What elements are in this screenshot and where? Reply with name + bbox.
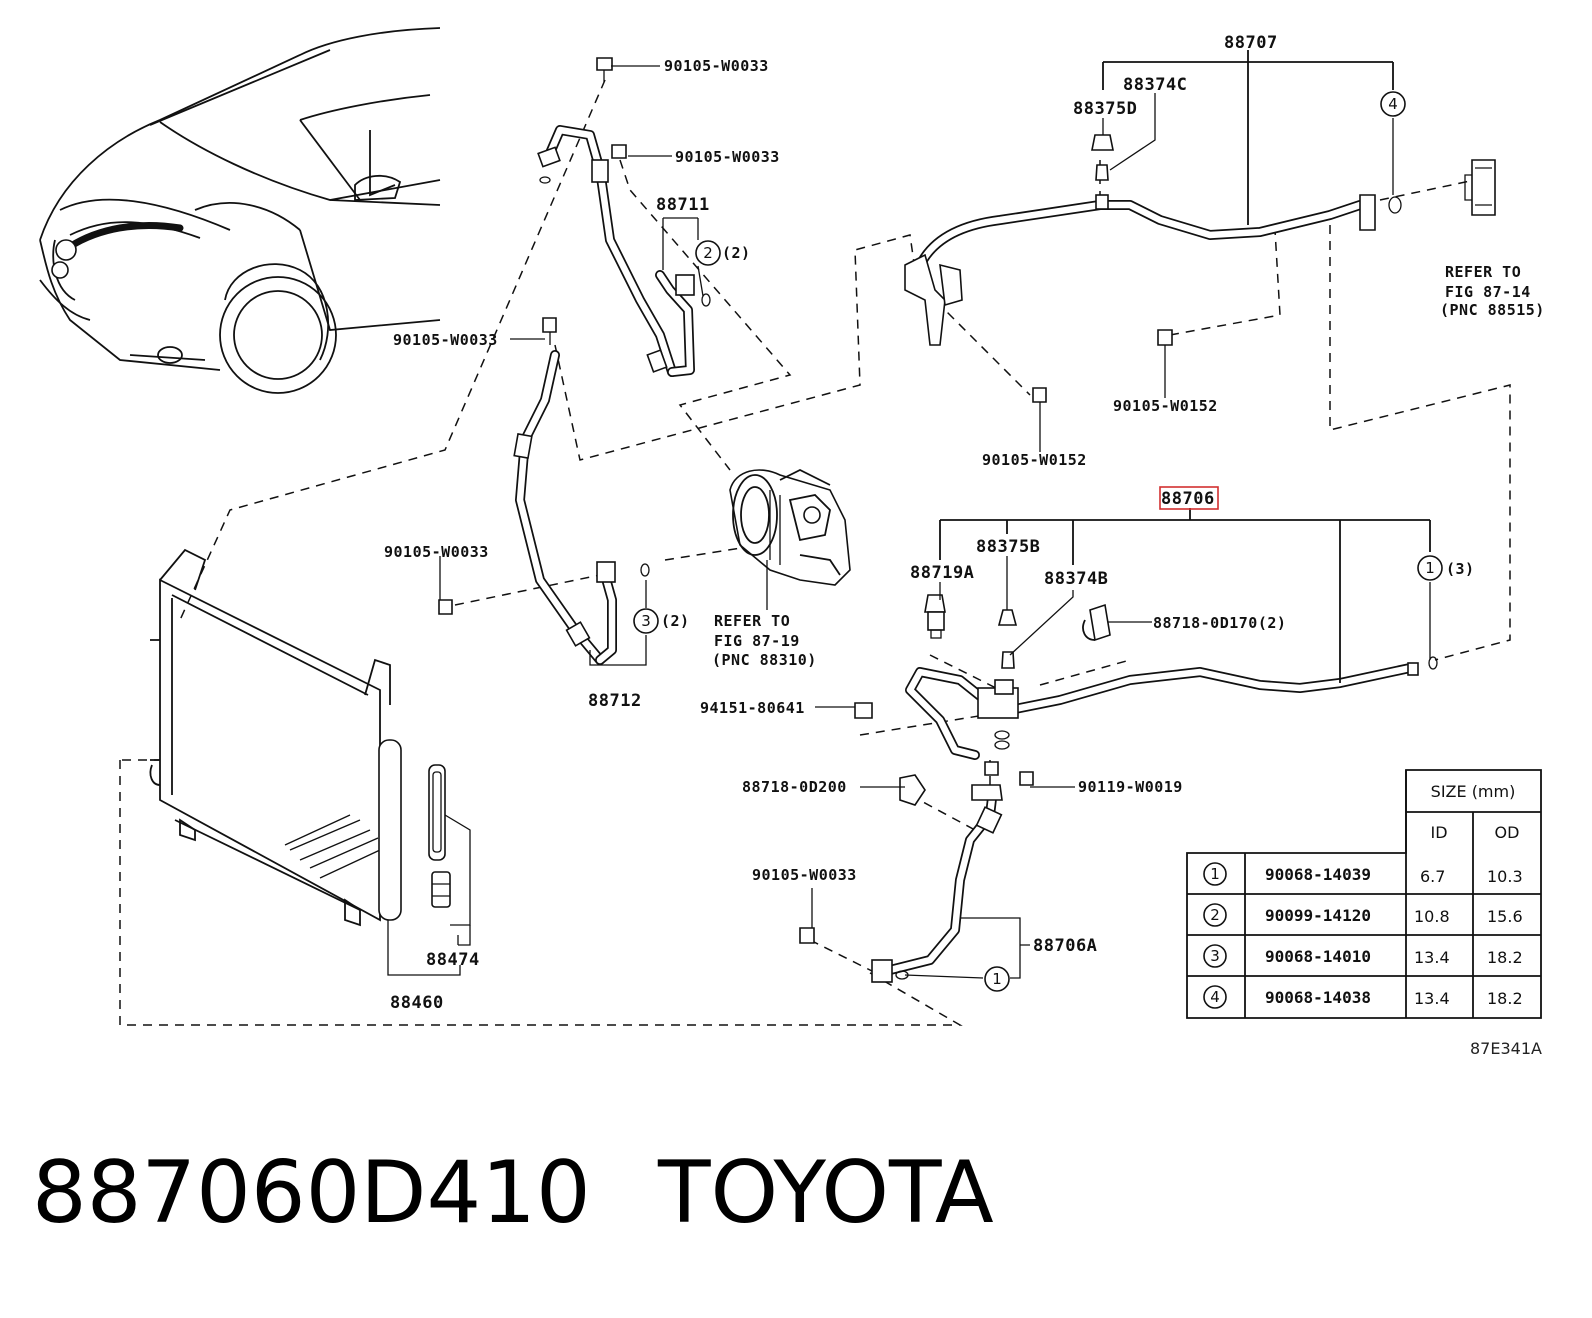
leaders [387, 50, 1431, 979]
labels: 88707 88374C 88375D 90105-W0033 90105-W0… [384, 33, 1545, 1058]
table-part: 90068-14039 [1265, 865, 1371, 884]
table-od: 10.3 [1487, 867, 1523, 886]
label-refer-87-14-line3: (PNC 88515) [1440, 301, 1545, 319]
label-90105-W0152-a: 90105-W0152 [1113, 397, 1218, 415]
table-ref: 1 [1210, 865, 1220, 883]
label-90105-W0033-a: 90105-W0033 [664, 57, 769, 75]
circle-1-b: 1 [992, 970, 1002, 988]
label-88712: 88712 [588, 691, 642, 711]
hose-88711 [537, 125, 711, 377]
table-row: 4 90068-14038 13.4 18.2 [1203, 985, 1523, 1009]
table-row: 3 90068-14010 13.4 18.2 [1203, 944, 1523, 968]
label-88460: 88460 [390, 993, 444, 1013]
pipe-88707 [904, 134, 1496, 346]
label-qty-2: (2) [722, 244, 751, 262]
label-refer-87-19-line2: FIG 87-19 [714, 632, 800, 650]
table-od: 15.6 [1487, 907, 1523, 926]
table-ref: 4 [1210, 988, 1220, 1006]
caption-part-number: 887060D410 [32, 1143, 591, 1243]
table-id: 6.7 [1420, 867, 1445, 886]
condenser-88460 [149, 548, 402, 927]
label-90105-W0033-c: 90105-W0033 [393, 331, 498, 349]
table-part: 90099-14120 [1265, 906, 1371, 925]
label-88474: 88474 [426, 950, 480, 970]
pipe-88706 [899, 594, 1438, 806]
circle-3: 3 [641, 612, 651, 630]
label-refer-87-19-line1: REFER TO [714, 612, 790, 630]
label-90105-W0152-b: 90105-W0152 [982, 451, 1087, 469]
label-88718-0D170: 88718-0D170(2) [1153, 614, 1286, 632]
table-id: 10.8 [1414, 907, 1450, 926]
size-table: SIZE (mm) ID OD 1 90068-14039 6.7 10.3 2… [1186, 769, 1542, 1019]
label-refer-87-14-line2: FIG 87-14 [1445, 283, 1531, 301]
hose-88712 [513, 350, 650, 665]
table-part: 90068-14038 [1265, 988, 1371, 1007]
table-od: 18.2 [1487, 948, 1523, 967]
label-88706A: 88706A [1033, 936, 1097, 956]
table-ref: 3 [1210, 947, 1220, 965]
circle-1: 1 [1425, 559, 1435, 577]
label-88718-0D200: 88718-0D200 [742, 778, 847, 796]
label-90105-W0033-d: 90105-W0033 [384, 543, 489, 561]
label-88375B: 88375B [976, 537, 1040, 557]
label-88374C: 88374C [1123, 75, 1187, 95]
caption-brand: TOYOTA [657, 1143, 994, 1243]
label-88719A: 88719A [910, 563, 974, 583]
label-refer-87-19-line3: (PNC 88310) [712, 651, 817, 669]
car-illustration [39, 27, 441, 394]
label-88374B: 88374B [1044, 569, 1108, 589]
size-table-title: SIZE (mm) [1431, 782, 1516, 801]
table-row: 1 90068-14039 6.7 10.3 [1203, 862, 1523, 886]
circle-2: 2 [703, 244, 713, 262]
label-refer-87-14-line1: REFER TO [1445, 263, 1521, 281]
table-part: 90068-14010 [1265, 947, 1371, 966]
label-90119-W0019: 90119-W0019 [1078, 778, 1183, 796]
table-id: 13.4 [1414, 989, 1450, 1008]
size-table-col-id: ID [1430, 823, 1447, 842]
table-od: 18.2 [1487, 989, 1523, 1008]
bolts [438, 57, 1173, 944]
table-ref: 2 [1210, 906, 1220, 924]
label-94151-80641: 94151-80641 [700, 699, 805, 717]
label-88706: 88706 [1161, 489, 1215, 509]
label-90105-W0033-b: 90105-W0033 [675, 148, 780, 166]
label-88707: 88707 [1224, 33, 1278, 53]
label-qty-2-b: (2) [661, 612, 690, 630]
receiver-88474 [428, 764, 471, 926]
pipe-88706A [871, 784, 1003, 983]
compressor [729, 468, 851, 586]
table-row: 2 90099-14120 10.8 15.6 [1203, 903, 1523, 927]
circled-refs: 2 4 3 1 1 [633, 91, 1443, 992]
highlight-box-88706 [1159, 486, 1219, 510]
size-table-col-od: OD [1495, 823, 1520, 842]
circle-4: 4 [1388, 95, 1398, 113]
diagram-code: 87E341A [1470, 1039, 1542, 1058]
label-88711: 88711 [656, 195, 710, 215]
label-88375D: 88375D [1073, 99, 1137, 119]
label-90105-W0033-e: 90105-W0033 [752, 866, 857, 884]
label-qty-3: (3) [1446, 560, 1475, 578]
table-id: 13.4 [1414, 948, 1450, 967]
